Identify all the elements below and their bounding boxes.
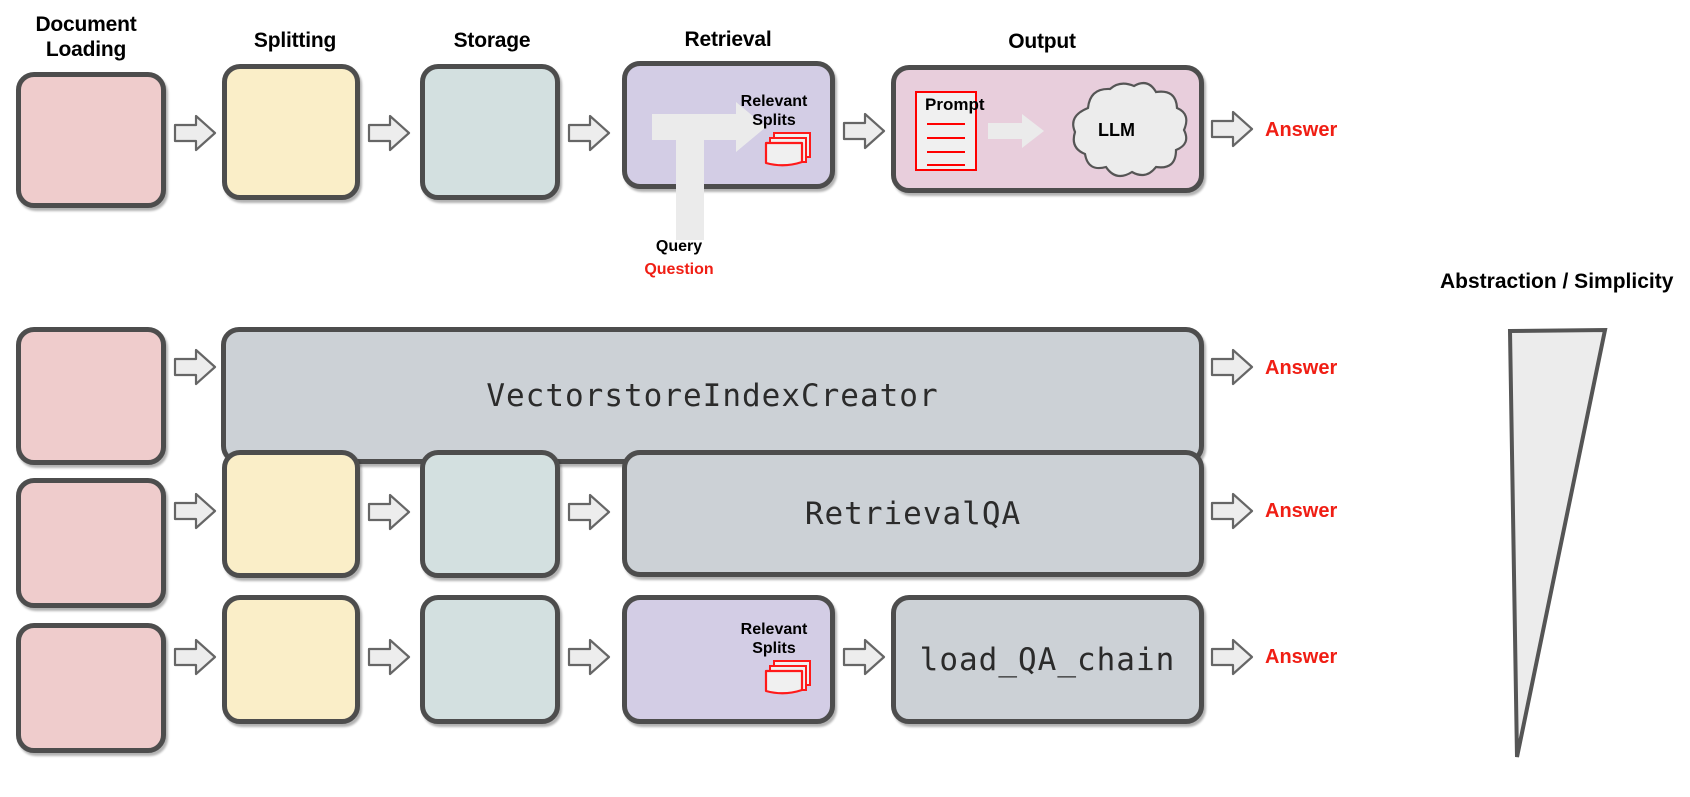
column-title-line2: Loading xyxy=(45,38,127,61)
row4-relevant-splits-label: Relevant Splits xyxy=(724,620,824,658)
row1-arrow-2-icon xyxy=(366,110,412,156)
row2-arrow-2-icon xyxy=(1209,344,1255,390)
column-title-document-loading: Document Loading xyxy=(6,12,166,62)
row1-arrow-5-icon xyxy=(1209,106,1255,152)
query-label: Query xyxy=(655,238,703,255)
relevant-splits-line2: Splits xyxy=(752,112,796,129)
row3-arrow-3-icon xyxy=(566,489,612,535)
row3-splitting-box[interactable] xyxy=(222,450,360,578)
column-title-retrieval: Retrieval xyxy=(684,28,772,51)
row1-arrow-3-icon xyxy=(566,110,612,156)
retrieval-query-arrow-icon xyxy=(650,100,780,245)
row2-chain-name: VectorstoreIndexCreator xyxy=(486,377,939,414)
column-title-storage: Storage xyxy=(453,29,531,52)
prompt-label: Prompt xyxy=(925,95,985,114)
question-label: Question xyxy=(644,261,714,278)
row2-arrow-1-icon xyxy=(172,344,218,390)
row4-relevant-splits-icon xyxy=(762,657,816,704)
relevant-splits-line1: Relevant xyxy=(740,93,808,110)
row1-relevant-splits-icon xyxy=(762,129,816,176)
row4-arrow-4-icon xyxy=(841,634,887,680)
llm-label: LLM xyxy=(1098,120,1135,140)
row3-arrow-1-icon xyxy=(172,488,218,534)
row3-arrow-2-icon xyxy=(366,489,412,535)
row2-document-loading-box[interactable] xyxy=(16,327,166,465)
row3-retrievalqa-chain-box[interactable]: RetrievalQA xyxy=(622,450,1204,577)
row4-retrieval-box[interactable] xyxy=(622,595,835,724)
row1-splitting-box[interactable] xyxy=(222,64,360,200)
row1-document-loading-box[interactable] xyxy=(16,72,166,208)
prompt-line-1 xyxy=(927,123,965,125)
row2-answer-label: Answer xyxy=(1265,357,1338,379)
row4-arrow-5-icon xyxy=(1209,634,1255,680)
relevant-splits-line2: Splits xyxy=(752,640,796,657)
row1-arrow-1-icon xyxy=(172,110,218,156)
row4-arrow-3-icon xyxy=(566,634,612,680)
llm-cloud-icon xyxy=(1046,78,1192,189)
row4-splitting-box[interactable] xyxy=(222,595,360,724)
row4-chain-name: load_QA_chain xyxy=(919,641,1176,678)
row4-document-loading-box[interactable] xyxy=(16,623,166,753)
prompt-to-llm-arrow-icon xyxy=(988,112,1046,150)
prompt-line-2 xyxy=(927,137,965,139)
row3-document-loading-box[interactable] xyxy=(16,478,166,608)
row1-arrow-4-icon xyxy=(841,108,887,154)
row3-storage-box[interactable] xyxy=(420,450,560,578)
prompt-line-3 xyxy=(927,151,965,153)
column-title-line1: Document xyxy=(35,13,137,36)
row4-loadqachain-box[interactable]: load_QA_chain xyxy=(891,595,1204,724)
prompt-line-4 xyxy=(927,164,965,166)
row1-storage-box[interactable] xyxy=(420,64,560,200)
query-question-label: Query Question xyxy=(620,235,738,281)
row4-answer-label: Answer xyxy=(1265,646,1338,668)
row2-vectorstore-chain-box[interactable]: VectorstoreIndexCreator xyxy=(221,327,1204,464)
row3-answer-label: Answer xyxy=(1265,500,1338,522)
row3-chain-name: RetrievalQA xyxy=(804,495,1022,532)
row1-answer-label: Answer xyxy=(1265,119,1338,141)
abstraction-wedge-icon xyxy=(1505,325,1615,770)
row4-storage-box[interactable] xyxy=(420,595,560,724)
prompt-card: Prompt xyxy=(915,91,985,171)
column-title-output: Output xyxy=(1008,30,1076,53)
row3-arrow-4-icon xyxy=(1209,488,1255,534)
column-title-splitting: Splitting xyxy=(253,29,337,52)
relevant-splits-line1: Relevant xyxy=(740,621,808,638)
abstraction-simplicity-title: Abstraction / Simplicity xyxy=(1440,270,1674,293)
row4-arrow-2-icon xyxy=(366,634,412,680)
row1-relevant-splits-label: Relevant Splits xyxy=(724,92,824,130)
row4-arrow-1-icon xyxy=(172,634,218,680)
